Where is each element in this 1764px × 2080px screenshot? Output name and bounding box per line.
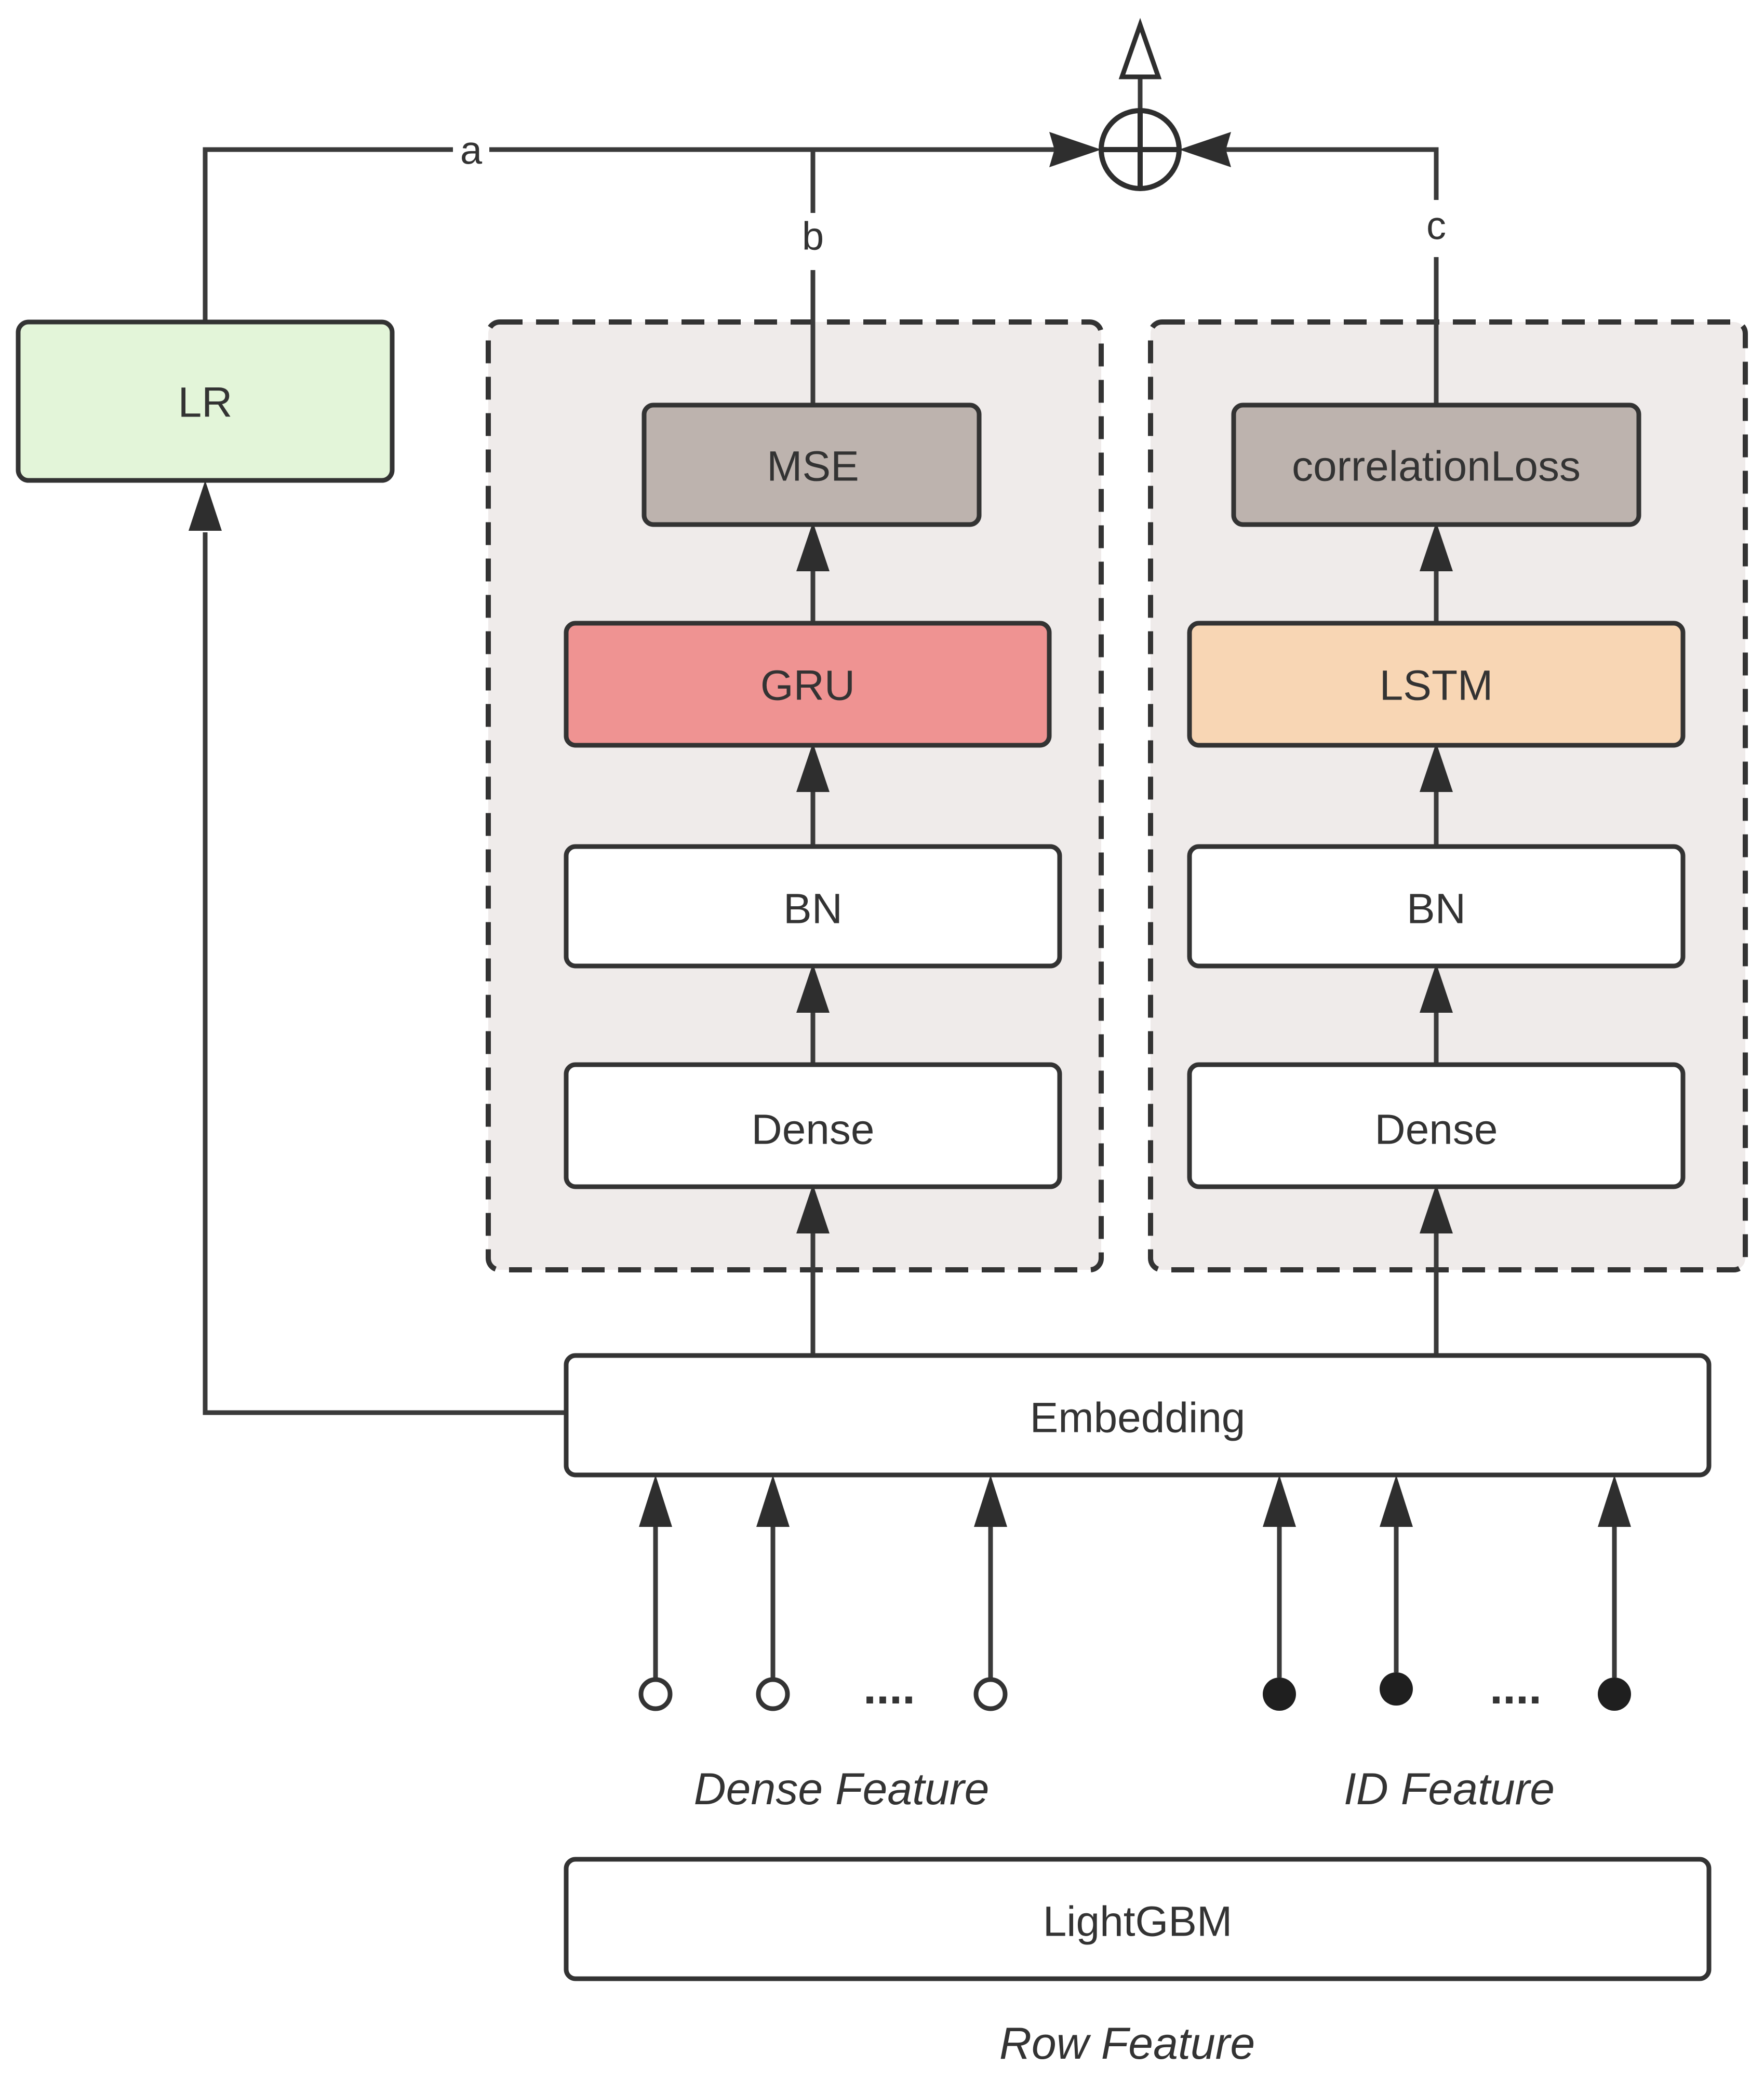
arrowhead-to-dense-left xyxy=(796,1184,830,1233)
dense-right-label: Dense xyxy=(1374,1106,1498,1153)
correlation-loss-label: correlationLoss xyxy=(1292,443,1581,490)
lstm-label: LSTM xyxy=(1380,662,1493,709)
arrowhead-id-input-3 xyxy=(1598,1475,1631,1527)
id-feature-caption: ID Feature xyxy=(1344,1764,1555,1814)
arrowhead-to-dense-right xyxy=(1420,1184,1453,1233)
dense-left-node xyxy=(564,1062,1062,1189)
sum-node xyxy=(1099,108,1182,191)
arrowhead-id-input-1 xyxy=(1263,1475,1296,1527)
embedding-node xyxy=(564,1353,1712,1478)
arrowhead-to-loss xyxy=(1420,522,1453,571)
dense-feature-ellipsis: .... xyxy=(863,1662,915,1714)
bn-right-node xyxy=(1187,844,1686,969)
mse-node xyxy=(642,402,982,527)
arrowhead-dense-input-1 xyxy=(639,1475,672,1527)
bn-left-node xyxy=(564,844,1062,969)
arrowheads xyxy=(189,132,1631,1527)
output-arrowhead-hollow xyxy=(1118,18,1162,79)
arrowhead-dense-input-3 xyxy=(974,1475,1007,1527)
lightgbm-node xyxy=(564,1857,1712,1981)
dense-feature-node-1 xyxy=(638,1677,673,1711)
bn-right-label: BN xyxy=(1407,885,1466,933)
arrowhead-c-into-sum xyxy=(1179,132,1231,167)
edge-label-b: b xyxy=(802,214,824,259)
row-feature-caption: Row Feature xyxy=(999,2019,1255,2069)
gru-branch-group xyxy=(486,319,1104,1272)
lr-node xyxy=(16,319,395,483)
arrowhead-id-input-2 xyxy=(1380,1475,1413,1527)
arrowhead-to-bn-right xyxy=(1420,963,1453,1013)
embedding-label: Embedding xyxy=(1030,1394,1246,1442)
arrowhead-to-lstm xyxy=(1420,743,1453,792)
correlation-loss-node xyxy=(1231,402,1641,527)
arrowhead-to-mse xyxy=(796,522,830,571)
label-c-bg xyxy=(1418,200,1454,257)
arrowhead-to-bn-left xyxy=(796,963,830,1013)
id-feature-node-2 xyxy=(1380,1672,1413,1706)
dense-feature-node-2 xyxy=(756,1677,790,1711)
arrowhead-to-lr xyxy=(189,480,222,531)
lightgbm-label: LightGBM xyxy=(1043,1898,1233,1945)
path-c-line xyxy=(1226,147,1439,405)
dense-feature-caption: Dense Feature xyxy=(694,1764,990,1814)
label-a-bg xyxy=(453,127,489,172)
lstm-branch-group xyxy=(1148,319,1748,1272)
mse-label: MSE xyxy=(767,443,859,490)
path-a-line xyxy=(203,147,1054,322)
arrowhead-to-gru xyxy=(796,743,830,792)
connectors xyxy=(203,78,1617,1678)
dense-feature-node-3 xyxy=(973,1677,1008,1711)
dense-right-node xyxy=(1187,1062,1686,1189)
embedding-to-lr-line xyxy=(203,532,566,1415)
id-feature-node-1 xyxy=(1263,1678,1296,1711)
arrowhead-a-into-sum xyxy=(1049,132,1101,167)
dense-left-label: Dense xyxy=(751,1106,874,1153)
gru-node xyxy=(564,621,1052,748)
arrowhead-dense-input-2 xyxy=(756,1475,790,1527)
edge-label-c: c xyxy=(1426,204,1446,248)
lr-label: LR xyxy=(178,379,233,426)
bn-left-label: BN xyxy=(783,885,843,933)
lstm-node xyxy=(1187,621,1686,748)
id-feature-ellipsis: .... xyxy=(1490,1662,1542,1714)
edge-label-a: a xyxy=(460,129,483,173)
label-b-bg xyxy=(795,213,831,270)
gru-label: GRU xyxy=(760,662,855,709)
id-feature-node-3 xyxy=(1598,1678,1631,1711)
